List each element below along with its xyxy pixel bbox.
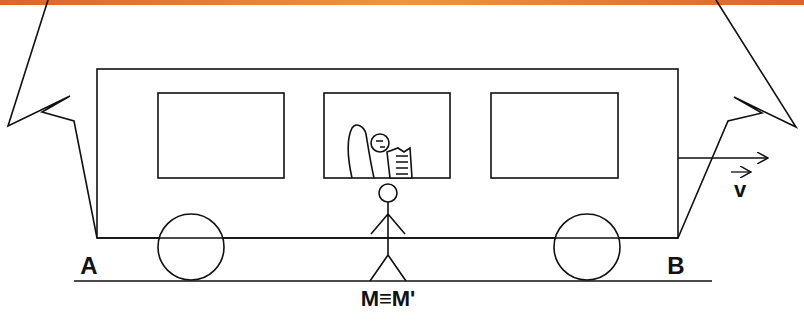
passenger-face [376,141,385,147]
ground-line [74,280,712,282]
newspaper-lines [396,156,408,174]
passenger-head [371,134,389,152]
point-label: B [667,254,684,278]
wheel [554,214,620,280]
light-flash [8,0,97,238]
window [491,93,618,178]
wheel [158,214,224,280]
observer-body [370,202,406,281]
velocity-arrow [678,157,768,159]
velocity-label: v [734,179,746,201]
light-flash [678,0,796,238]
point-label: A [80,254,97,278]
seat [348,125,374,178]
newspaper [387,148,412,178]
observer-head [379,184,397,202]
window [158,93,284,178]
observer-label: M≡M' [361,288,416,310]
vector-mark [731,171,751,172]
top-band [0,0,804,5]
window [324,93,450,178]
